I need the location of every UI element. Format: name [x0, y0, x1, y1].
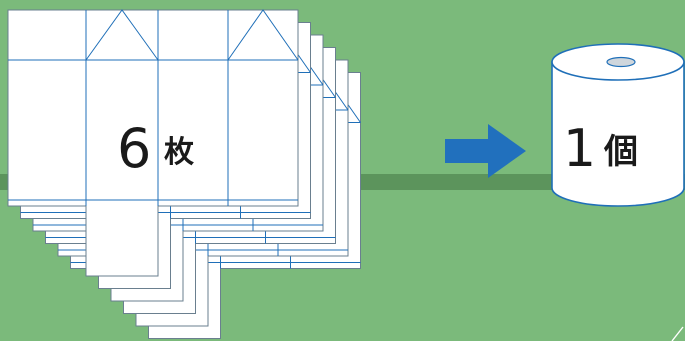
paper-sheet — [7, 9, 299, 277]
right-count-unit: 個 — [603, 132, 638, 172]
toilet-roll-icon — [551, 43, 685, 207]
sheet-outline — [7, 9, 299, 277]
roll-body — [551, 61, 685, 207]
right-count-number: 1 — [563, 119, 596, 179]
left-count-label: 6 枚 — [117, 117, 194, 180]
right-count-label: 1 個 — [563, 119, 638, 179]
corner-mark — [671, 326, 684, 341]
flap-triangle — [227, 9, 299, 61]
right-arrow-icon — [445, 124, 526, 178]
left-count-unit: 枚 — [164, 135, 194, 170]
left-count-number: 6 — [117, 117, 151, 180]
paper-stack — [7, 9, 361, 339]
flap-triangle — [85, 9, 159, 61]
roll-core-hole — [606, 56, 636, 68]
